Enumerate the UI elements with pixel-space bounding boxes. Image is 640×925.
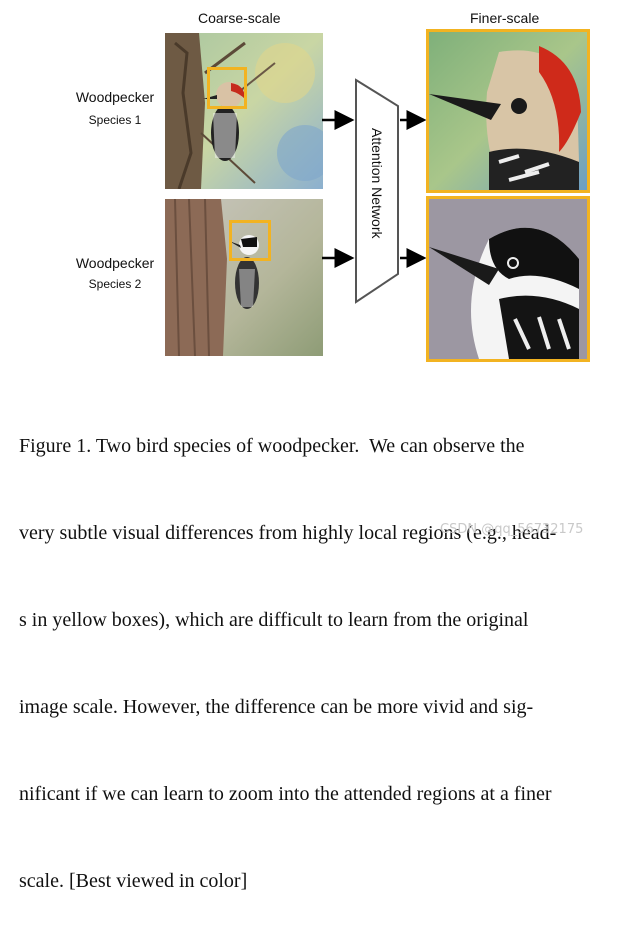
- coarse-photo-species-2: [165, 199, 323, 356]
- species-2-name: Woodpecker: [75, 255, 155, 271]
- attention-network-label: Attention Network: [369, 128, 385, 239]
- species-2-label: Species 2: [88, 277, 142, 291]
- attention-box-species-2: [229, 220, 271, 261]
- finer-photo-species-2: [426, 196, 590, 362]
- caption-line: s in yellow boxes), which are difficult …: [19, 609, 529, 631]
- coarse-scale-title: Coarse-scale: [198, 10, 281, 26]
- caption-line: image scale. However, the difference can…: [19, 696, 534, 718]
- species-1-name: Woodpecker: [75, 89, 155, 105]
- caption-line: very subtle visual differences from high…: [19, 522, 557, 544]
- coarse-photo-species-1: [165, 33, 323, 189]
- figure-caption: Figure 1. Two bird species of woodpecker…: [19, 374, 640, 925]
- caption-line: nificant if we can learn to zoom into th…: [19, 783, 552, 805]
- caption-line: scale. [Best viewed in color]: [19, 870, 248, 892]
- species-1-label: Species 1: [88, 113, 142, 127]
- attention-network-block: [355, 78, 399, 304]
- caption-line: Figure 1. Two bird species of woodpecker…: [19, 435, 525, 457]
- finer-photo-species-1: [426, 29, 590, 193]
- attention-network-diagram: Attention Network: [322, 78, 427, 304]
- attention-box-species-1: [207, 67, 247, 109]
- finer-scale-title: Finer-scale: [470, 10, 540, 26]
- watermark: CSDN @qq_56732175: [440, 522, 584, 537]
